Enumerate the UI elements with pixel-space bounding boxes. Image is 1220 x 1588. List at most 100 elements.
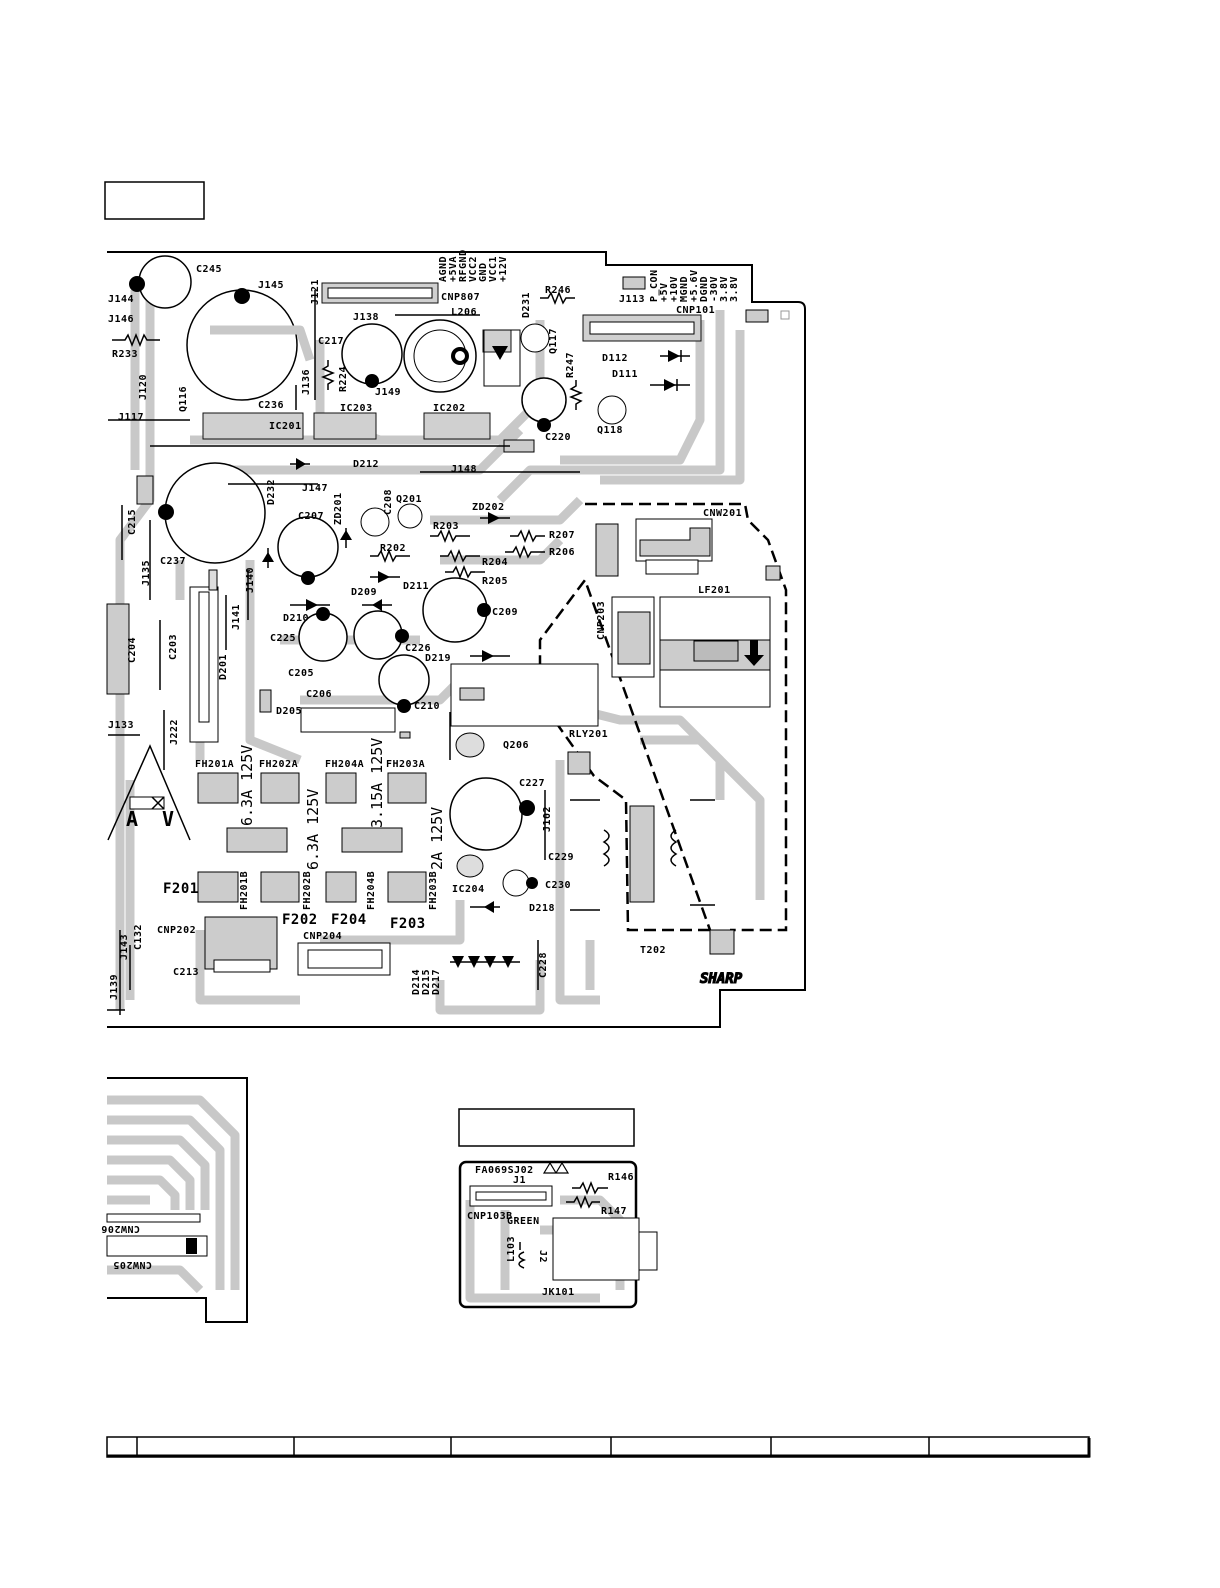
label-c206: C206: [306, 689, 332, 700]
pin-3-8v-b: 3.8V: [729, 276, 740, 302]
label-fh202a: FH202A: [259, 759, 298, 770]
led-board-title-box: [458, 1108, 635, 1147]
label-r203: R203: [433, 521, 459, 532]
label-rly201: RLY201: [569, 729, 608, 740]
label-d231: D231: [521, 292, 532, 318]
label-r202: R202: [380, 543, 406, 554]
led-board: FA069SJ02 J1 R146 CNP103B GREEN R147 J2 …: [458, 1108, 658, 1309]
label-q206: Q206: [503, 740, 529, 751]
label-d210: D210: [283, 613, 309, 624]
label-q116: Q116: [178, 386, 189, 412]
capacitors: [138, 255, 627, 897]
label-j117: J117: [118, 412, 144, 423]
label-f201: F201: [163, 881, 199, 897]
label-j133: J133: [108, 720, 134, 731]
fuse-rating-3: 3.15A 125V: [368, 738, 386, 828]
label-r204: R204: [482, 557, 508, 568]
pin-30v: -30V: [709, 276, 720, 302]
label-d214: D214: [411, 969, 422, 995]
label-f204: F204: [331, 912, 367, 928]
label-j120: J120: [138, 374, 149, 400]
label-j141: J141: [231, 604, 242, 630]
pin-vcc2: VCC2: [468, 256, 479, 282]
label-cnp203: CNP203: [596, 601, 607, 640]
label-a: A: [126, 807, 139, 831]
label-zd201: ZD201: [333, 492, 344, 525]
label-d112: D112: [602, 353, 628, 364]
label-j139: J139: [109, 974, 120, 1000]
component-labels: C245 J144 J145 J146 R233 CNP807 J138 L20…: [108, 264, 742, 978]
label-j113: J113: [619, 294, 645, 305]
label-jk101: JK101: [542, 1287, 575, 1298]
label-cnp101: CNP101: [676, 305, 715, 316]
label-j146: J146: [108, 314, 134, 325]
label-c225: C225: [270, 633, 296, 644]
label-ic201: IC201: [269, 421, 302, 432]
label-r233: R233: [112, 349, 138, 360]
jumpers: [107, 290, 715, 1015]
label-fh203a: FH203A: [386, 759, 425, 770]
label-j222: J222: [169, 719, 180, 745]
pin-p-con: P_CON: [649, 269, 660, 302]
label-fh204a: FH204A: [325, 759, 364, 770]
primary-area-outline: [538, 502, 788, 932]
label-d211: D211: [403, 581, 429, 592]
label-j2: J2: [537, 1250, 548, 1263]
label-c228: C228: [538, 952, 549, 978]
warning-triangle: [107, 744, 191, 841]
pin-12v: +12V: [498, 256, 509, 282]
label-d111: D111: [612, 369, 638, 380]
label-r206: R206: [549, 547, 575, 558]
label-c237: C237: [160, 556, 186, 567]
vertical-labels: J121 J120 Q116 J136 R224 D231 Q117 R247 …: [109, 279, 607, 1000]
pin-rfgnd: RFGND: [458, 249, 469, 282]
pads-and-parts: [106, 276, 790, 976]
label-j121: J121: [310, 279, 321, 305]
label-q117: Q117: [548, 328, 559, 354]
label-c204: C204: [127, 637, 138, 663]
label-j145: J145: [258, 280, 284, 291]
title-box: [104, 181, 205, 220]
label-f202: F202: [282, 912, 318, 928]
label-r207: R207: [549, 530, 575, 541]
fuse-rating-1: 6.3A 125V: [238, 745, 256, 826]
label-fh201a: FH201A: [195, 759, 234, 770]
label-c220: C220: [545, 432, 571, 443]
cnp807-pin-labels: AGND +5VA RFGND VCC2 GND VCC1 +12V: [438, 249, 509, 282]
pin-5va: +5VA: [448, 256, 459, 282]
label-c215: C215: [127, 509, 138, 535]
footer-grid: [106, 1436, 1091, 1458]
label-d232: D232: [266, 479, 277, 505]
pin-gnd: GND: [478, 262, 489, 282]
label-c208: C208: [383, 489, 394, 515]
label-r205: R205: [482, 576, 508, 587]
label-j138: J138: [353, 312, 379, 323]
label-cnw205: CNW205: [113, 1259, 152, 1270]
pin-5-6v: +5.6V: [689, 269, 700, 302]
pin-vcc1: VCC1: [488, 256, 499, 282]
label-r224: R224: [338, 366, 349, 392]
resistors: [112, 290, 584, 580]
label-fh204b: FH204B: [366, 871, 377, 910]
label-cnw206: CNW206: [101, 1223, 140, 1234]
pin-10v: +10V: [669, 276, 680, 302]
led-board-id: FA069SJ02: [475, 1165, 534, 1176]
pin-mgnd: MGND: [679, 276, 690, 302]
label-j147: J147: [302, 483, 328, 494]
label-d212: D212: [353, 459, 379, 470]
label-lf201: LF201: [698, 585, 731, 596]
label-j148: J148: [451, 464, 477, 475]
label-cnw201: CNW201: [703, 508, 742, 519]
label-j149: J149: [375, 387, 401, 398]
fuse-ratings: 6.3A 125V 6.3A 125V 3.15A 125V 2A 125V: [238, 738, 446, 870]
bottom-left-board: CNW206 CNW205: [101, 1077, 248, 1323]
label-d209: D209: [351, 587, 377, 598]
label-c217: C217: [318, 336, 344, 347]
label-j143: J143: [119, 934, 130, 960]
label-c226: C226: [405, 643, 431, 654]
label-d218: D218: [529, 903, 555, 914]
label-c213: C213: [173, 967, 199, 978]
label-j144: J144: [108, 294, 134, 305]
